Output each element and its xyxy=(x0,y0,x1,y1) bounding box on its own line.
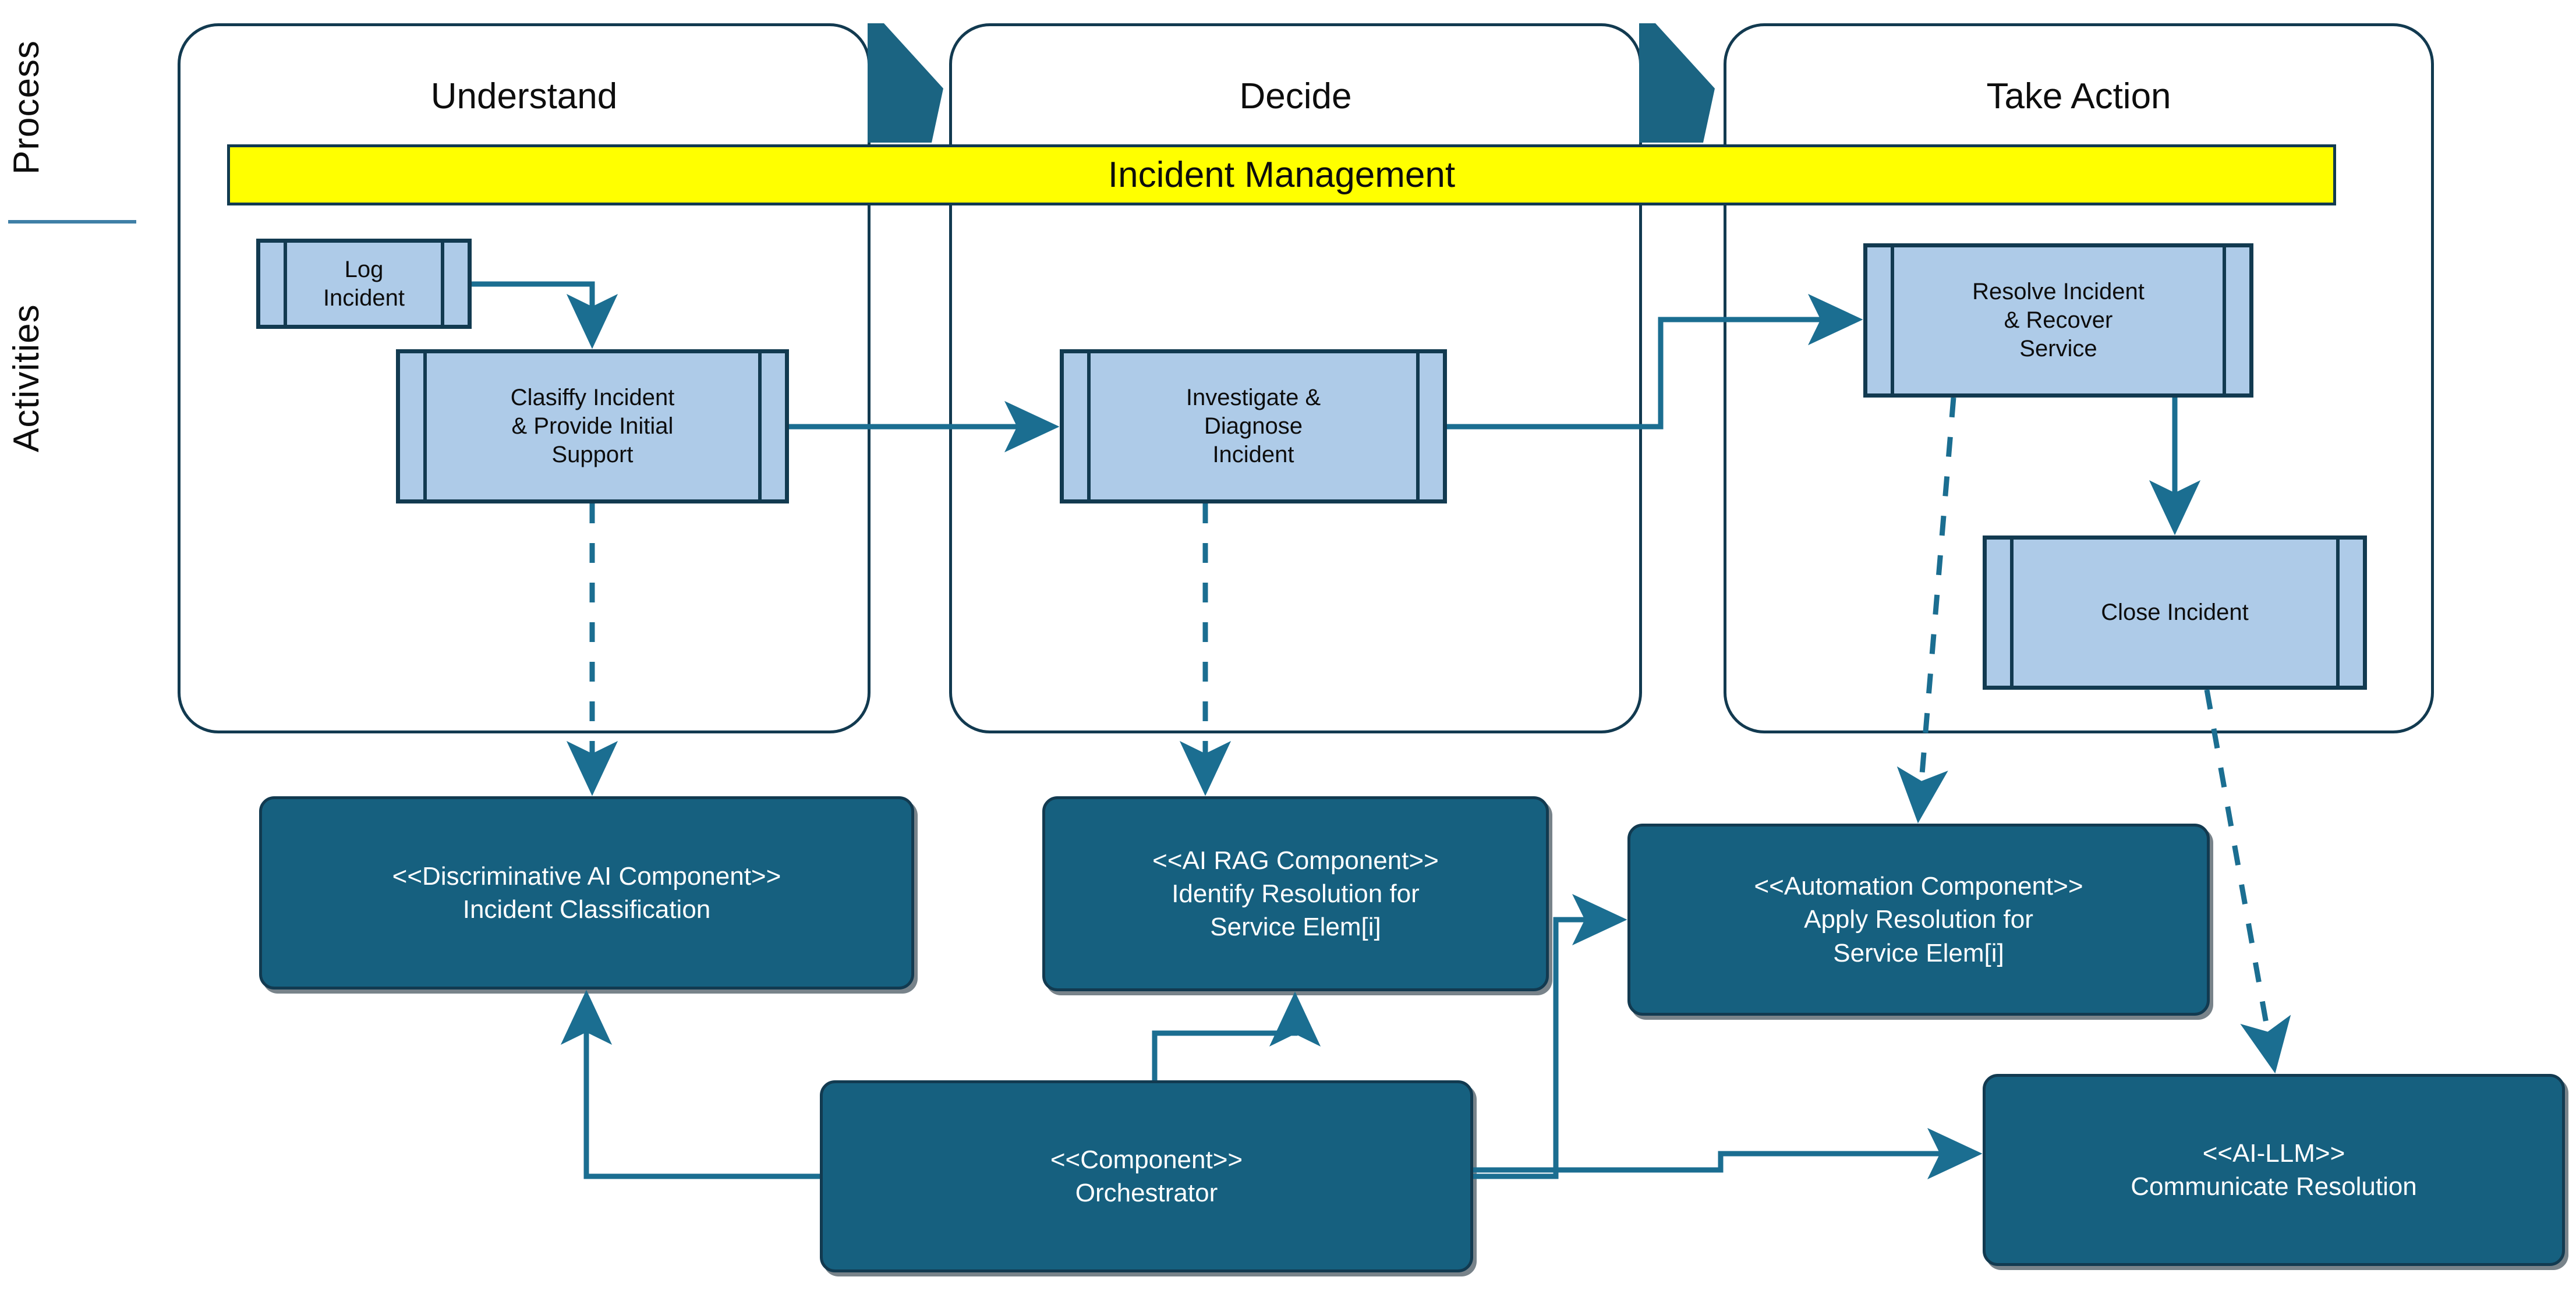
rail-label-process: Process xyxy=(6,40,47,175)
component-ai-rag[interactable]: <<AI RAG Component>> Identify Resolution… xyxy=(1042,796,1549,991)
activity-right-bar xyxy=(758,353,762,499)
chevron-understand-to-decide xyxy=(868,23,943,143)
connector-orchestrator-to-llm xyxy=(1473,1127,1983,1180)
activity-label: Investigate & Diagnose Incident xyxy=(1186,385,1321,467)
activity-label: Close Incident xyxy=(2101,600,2249,626)
activity-right-bar xyxy=(441,243,444,325)
component-ai-llm[interactable]: <<AI-LLM>> Communicate Resolution xyxy=(1983,1074,2565,1266)
activity-left-bar xyxy=(1891,247,1894,393)
rail-label-activities: Activities xyxy=(6,304,47,453)
activity-close-incident[interactable]: Close Incident xyxy=(1983,535,2367,690)
swimlane-understand[interactable] xyxy=(178,23,871,733)
activity-label: Resolve Incident & Recover Service xyxy=(1972,279,2145,361)
component-automation[interactable]: <<Automation Component>> Apply Resolutio… xyxy=(1627,824,2210,1016)
activity-right-bar xyxy=(2223,247,2226,393)
process-band-incident-management[interactable]: Incident Management xyxy=(227,144,2336,205)
activity-log-incident[interactable]: Log Incident xyxy=(256,239,472,329)
swimlane-title-understand: Understand xyxy=(430,76,618,116)
activity-left-bar xyxy=(2010,540,2014,686)
swimlane-title-take-action: Take Action xyxy=(1986,76,2171,116)
component-discriminative-ai[interactable]: <<Discriminative AI Component>> Incident… xyxy=(259,796,914,990)
connector-orchestrator-to-rag xyxy=(1152,991,1321,1080)
activity-label: Clasiffy Incident & Provide Initial Supp… xyxy=(510,385,675,467)
activity-left-bar xyxy=(284,243,287,325)
rail-divider xyxy=(8,220,136,224)
chevron-decide-to-take-action xyxy=(1639,23,1715,143)
activity-classify-incident[interactable]: Clasiffy Incident & Provide Initial Supp… xyxy=(396,349,789,503)
swimlane-title-decide: Decide xyxy=(1239,76,1352,116)
component-orchestrator[interactable]: <<Component>> Orchestrator xyxy=(820,1080,1473,1272)
activity-right-bar xyxy=(1416,353,1420,499)
activity-right-bar xyxy=(2336,540,2340,686)
connector-orchestrator-to-discriminative xyxy=(560,990,820,1179)
activity-investigate-diagnose[interactable]: Investigate & Diagnose Incident xyxy=(1060,349,1447,503)
activity-label: Log Incident xyxy=(323,256,405,311)
connector-close-to-llm xyxy=(2204,689,2291,1074)
activity-resolve-incident[interactable]: Resolve Incident & Recover Service xyxy=(1863,243,2253,398)
activity-left-bar xyxy=(1087,353,1091,499)
activity-left-bar xyxy=(423,353,427,499)
